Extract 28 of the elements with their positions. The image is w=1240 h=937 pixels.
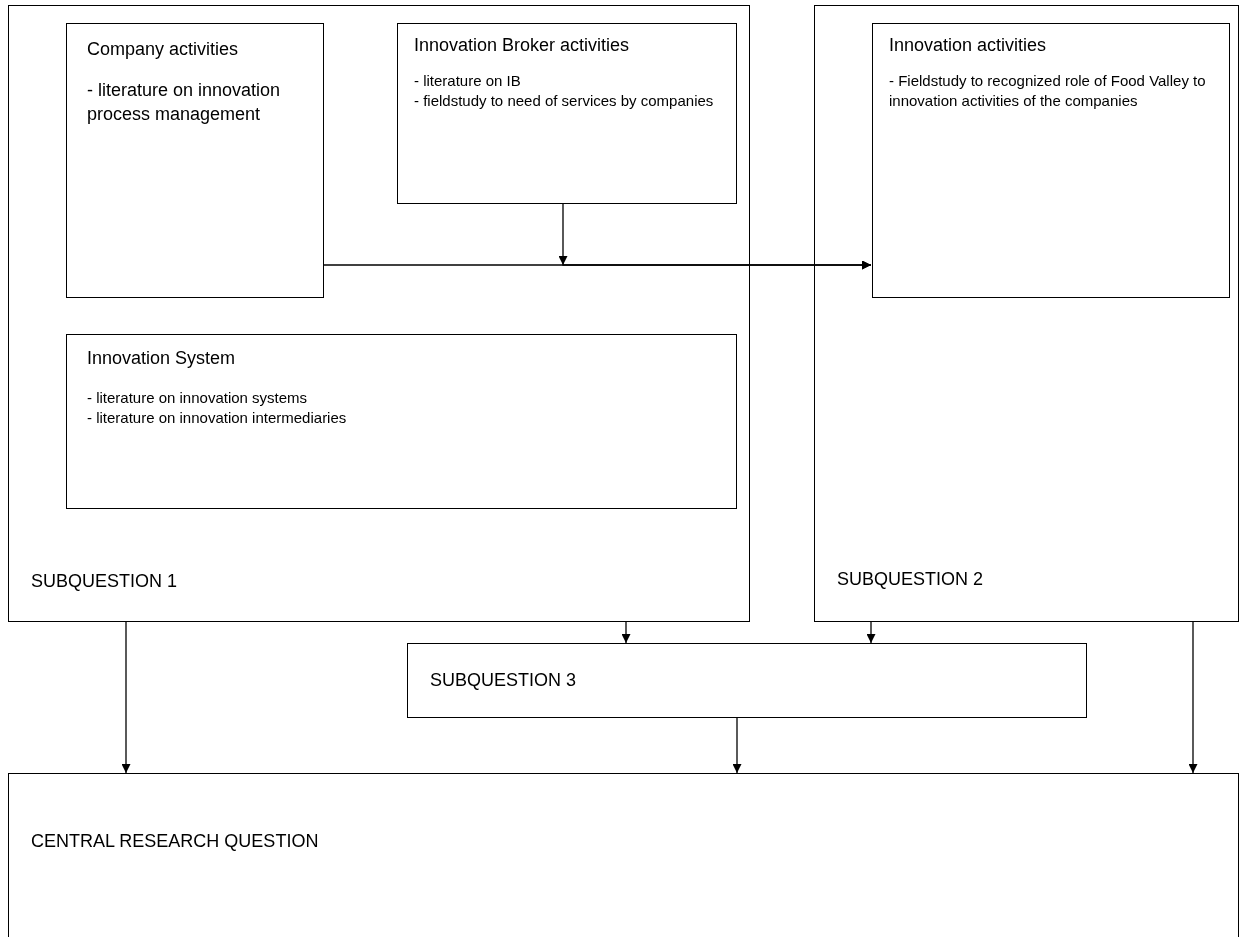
arrow <box>732 717 742 774</box>
arrow <box>559 202 872 270</box>
box-title: SUBQUESTION 2 <box>837 567 985 591</box>
process-box <box>872 23 1230 298</box>
bullet-text: - fieldstudy to need of services by companies <box>414 91 715 112</box>
process-box <box>66 334 737 509</box>
process-box <box>407 643 1087 718</box>
box-title: SUBQUESTION 3 <box>430 668 578 692</box>
process-box <box>8 773 1239 937</box>
arrow <box>121 621 131 774</box>
bullet-text: - literature on innovation systems <box>87 388 309 409</box>
bullet-text: - literature on innovation intermediaries <box>87 408 348 429</box>
bullet-text: - literature on IB <box>414 71 522 92</box>
bullet-text: - literature on innovation process management <box>87 79 282 127</box>
box-title: Innovation activities <box>889 34 1048 57</box>
box-title: Innovation Broker activities <box>414 34 631 57</box>
box-title: Innovation System <box>87 347 237 370</box>
arrow <box>866 621 876 644</box>
box-title: CENTRAL RESEARCH QUESTION <box>31 830 320 853</box>
process-box <box>8 5 750 622</box>
box-title: SUBQUESTION 1 <box>31 569 179 593</box>
arrow <box>621 621 631 644</box>
process-box <box>814 5 1239 622</box>
box-title: Company activities <box>87 38 240 61</box>
arrow <box>1188 621 1198 774</box>
bullet-text: - Fieldstudy to recognized role of Food Valley to innovation activities of the companies <box>889 71 1207 112</box>
process-box <box>397 23 737 204</box>
process-box <box>66 23 324 298</box>
